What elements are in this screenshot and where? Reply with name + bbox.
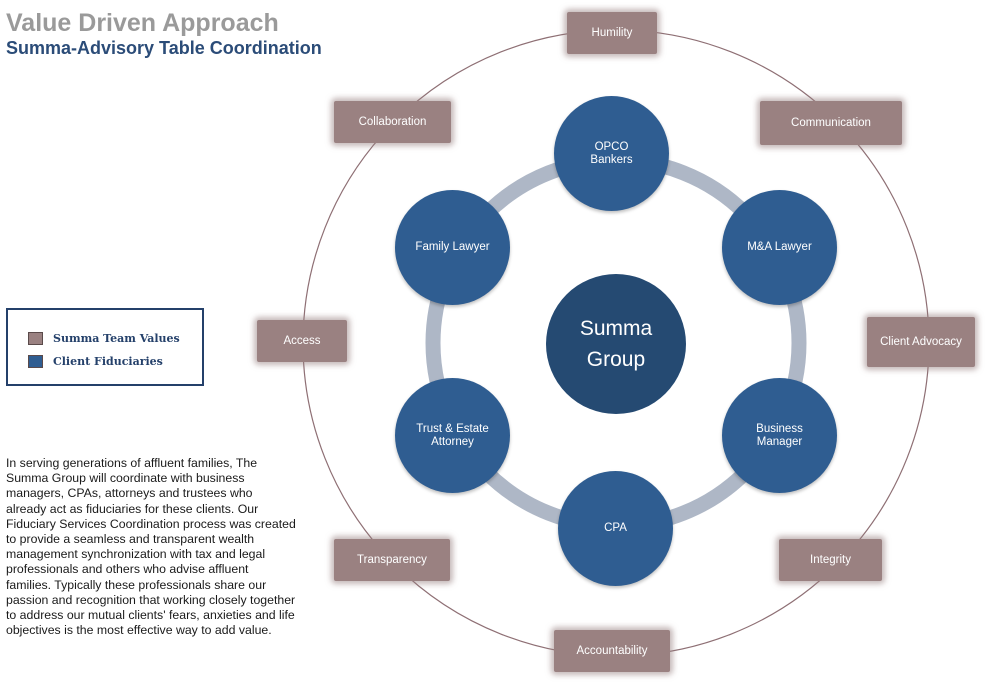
fiduciary-cpa: CPA: [558, 471, 673, 586]
value-client-advocacy: Client Advocacy: [867, 317, 975, 367]
value-integrity: Integrity: [779, 539, 882, 581]
center-summa-group: Summa Group: [546, 274, 686, 414]
legend-item-team-values: Summa Team Values: [28, 330, 180, 346]
page-subtitle: Summa-Advisory Table Coordination: [6, 38, 322, 58]
page-title: Value Driven Approach: [6, 9, 279, 37]
legend: Summa Team Values Client Fiduciaries: [6, 308, 204, 386]
value-communication: Communication: [760, 101, 902, 145]
value-accountability: Accountability: [554, 630, 670, 672]
fiduciary-business-manager: Business Manager: [722, 378, 837, 493]
legend-label-fiduciaries: Client Fiduciaries: [53, 354, 163, 368]
fiduciary-opco-bankers: OPCO Bankers: [554, 96, 669, 211]
value-access: Access: [257, 320, 347, 362]
legend-item-fiduciaries: Client Fiduciaries: [28, 353, 163, 369]
value-transparency: Transparency: [334, 539, 450, 581]
value-collaboration: Collaboration: [334, 101, 451, 143]
fiduciary-trust-estate-attorney: Trust & Estate Attorney: [395, 378, 510, 493]
legend-swatch-team-values: [28, 331, 43, 345]
legend-label-team-values: Summa Team Values: [53, 331, 180, 345]
description-paragraph: In serving generations of affluent famil…: [6, 456, 296, 638]
legend-swatch-fiduciaries: [28, 354, 43, 368]
fiduciary-family-lawyer: Family Lawyer: [395, 190, 510, 305]
value-humility: Humility: [567, 12, 657, 54]
fiduciary-ma-lawyer: M&A Lawyer: [722, 190, 837, 305]
